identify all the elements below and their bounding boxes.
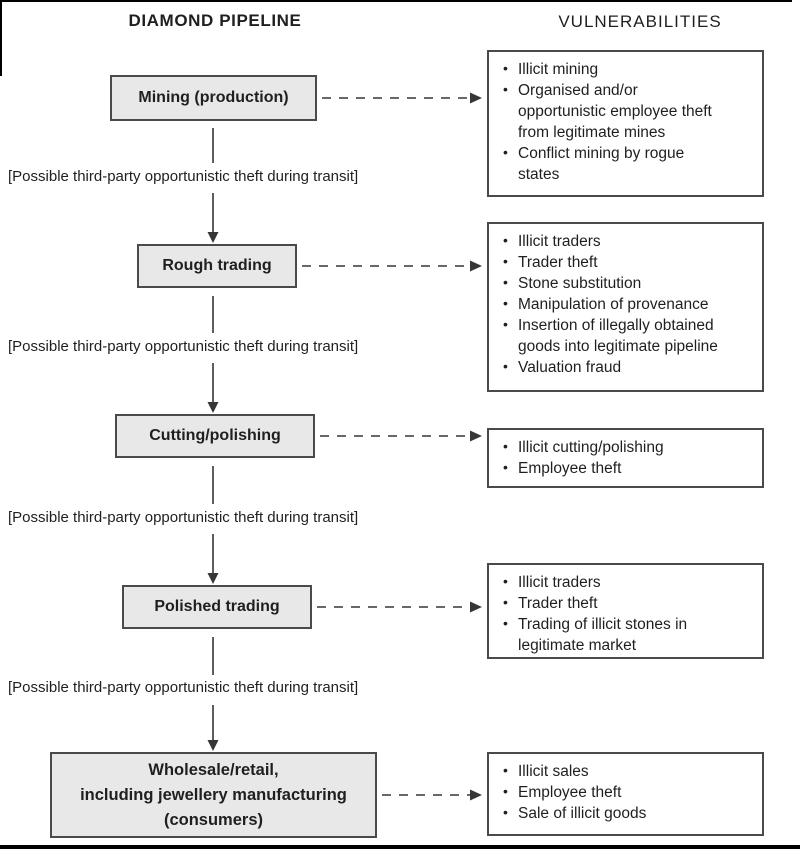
stage-label: Mining (production) bbox=[138, 89, 289, 106]
top-rule bbox=[0, 0, 792, 2]
vuln-box-polished-trading: Illicit traders Trader theft Trading of … bbox=[487, 563, 764, 659]
pipeline-column-title: DIAMOND PIPELINE bbox=[128, 11, 302, 30]
transit-note: [Possible third-party opportunistic thef… bbox=[8, 338, 359, 355]
link-arrow-polished-vulns bbox=[317, 601, 482, 613]
link-arrow-mining-vulns bbox=[322, 92, 482, 104]
vulnerabilities-column-title: VULNERABILITIES bbox=[558, 12, 722, 31]
stage-box-cutting-polishing: Cutting/polishing bbox=[115, 414, 315, 458]
vuln-list: Illicit traders Trader theft Trading of … bbox=[497, 571, 754, 656]
link-arrow-wholesale-vulns bbox=[382, 789, 482, 801]
bottom-rule bbox=[0, 845, 800, 849]
vuln-item: Employee theft bbox=[497, 781, 754, 803]
transit-note: [Possible third-party opportunistic thef… bbox=[8, 509, 359, 526]
stage-box-mining: Mining (production) bbox=[110, 75, 317, 121]
vuln-box-rough-trading: Illicit traders Trader theft Stone subst… bbox=[487, 222, 764, 392]
stage-box-rough-trading: Rough trading bbox=[137, 244, 297, 288]
vuln-list: Illicit sales Employee theft Sale of ill… bbox=[497, 760, 754, 824]
vuln-item: Valuation fraud bbox=[497, 356, 754, 378]
vuln-item: Illicit cutting/polishing bbox=[497, 436, 754, 458]
vuln-box-mining: Illicit mining Organised and/or opportun… bbox=[487, 50, 764, 197]
vuln-list: Illicit traders Trader theft Stone subst… bbox=[497, 230, 754, 378]
vuln-item: Manipulation of provenance bbox=[497, 293, 754, 315]
vuln-item: Conflict mining by rogue states bbox=[497, 142, 754, 185]
vuln-item: Trading of illicit stones in legitimate … bbox=[497, 613, 754, 656]
flow-arrow-mining-to-rough bbox=[207, 128, 219, 243]
vuln-list: Illicit cutting/polishing Employee theft bbox=[497, 436, 754, 479]
transit-note: [Possible third-party opportunistic thef… bbox=[8, 168, 359, 185]
vuln-item: Trader theft bbox=[497, 592, 754, 614]
vuln-item: Illicit sales bbox=[497, 760, 754, 782]
vuln-item: Insertion of illegally obtained goods in… bbox=[497, 314, 754, 357]
vuln-item: Illicit traders bbox=[497, 230, 754, 252]
vuln-box-wholesale-retail: Illicit sales Employee theft Sale of ill… bbox=[487, 752, 764, 836]
stage-box-polished-trading: Polished trading bbox=[122, 585, 312, 629]
link-arrow-rough-vulns bbox=[302, 260, 482, 272]
vuln-item: Organised and/or opportunistic employee … bbox=[497, 79, 754, 143]
left-rule bbox=[0, 0, 2, 76]
vuln-item: Trader theft bbox=[497, 251, 754, 273]
transit-note: [Possible third-party opportunistic thef… bbox=[8, 679, 359, 696]
stage-label: Rough trading bbox=[162, 257, 272, 274]
vuln-item: Employee theft bbox=[497, 457, 754, 479]
vuln-box-cutting-polishing: Illicit cutting/polishing Employee theft bbox=[487, 428, 764, 488]
stage-label: Cutting/polishing bbox=[149, 427, 281, 444]
vuln-item: Stone substitution bbox=[497, 272, 754, 294]
stage-box-wholesale-retail: Wholesale/retail, including jewellery ma… bbox=[50, 752, 377, 838]
vuln-item: Sale of illicit goods bbox=[497, 802, 754, 824]
vuln-item: Illicit traders bbox=[497, 571, 754, 593]
vuln-list: Illicit mining Organised and/or opportun… bbox=[497, 58, 754, 185]
link-arrow-cutting-vulns bbox=[320, 430, 482, 442]
vuln-item: Illicit mining bbox=[497, 58, 754, 80]
stage-label: Wholesale/retail, including jewellery ma… bbox=[80, 760, 347, 829]
stage-label: Polished trading bbox=[154, 598, 280, 615]
